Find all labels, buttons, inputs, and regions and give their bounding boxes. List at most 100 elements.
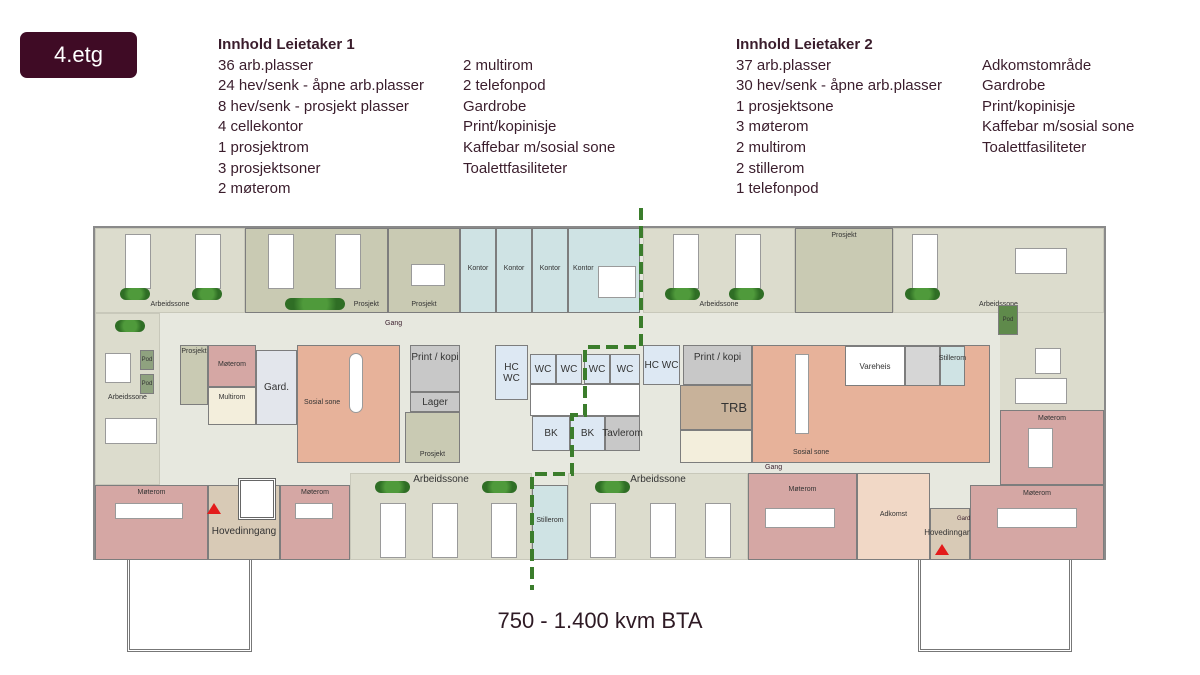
- room-multirom: [680, 430, 752, 463]
- tenant1-list-b: 2 multirom 2 telefonpod Gardrobe Print/k…: [463, 56, 615, 180]
- meeting-table: [115, 503, 183, 519]
- list-item: 2 multirom: [463, 56, 534, 74]
- list-item: Toalettfasiliteter: [982, 138, 1087, 156]
- room-print-kopi: Print / kopi: [683, 345, 752, 385]
- desk-cluster: [268, 234, 294, 289]
- list-item: 2 møterom: [218, 180, 291, 198]
- plant-icon: [482, 481, 517, 493]
- phone-pod: Pod: [140, 350, 154, 370]
- list-item: 2 telefonpod: [463, 77, 546, 95]
- list-item: 1 telefonpod: [736, 180, 819, 198]
- room-sosial-sone: Sosial sone: [297, 345, 400, 463]
- tenant2-list-a: Innhold Leietaker 2 37 arb.plasser 30 he…: [736, 35, 942, 200]
- desk-cluster: [491, 503, 517, 558]
- meeting-table: [997, 508, 1077, 528]
- list-item: 1 prosjektsone: [736, 97, 834, 115]
- bar-counter: [349, 353, 363, 413]
- area-label: 750 - 1.400 kvm BTA: [497, 608, 703, 633]
- room-wc: WC: [530, 354, 556, 384]
- list-item: 30 hev/senk - åpne arb.plasser: [736, 77, 942, 95]
- list-item: Toalettfasiliteter: [463, 159, 568, 177]
- room-kontor: Kontor: [496, 228, 532, 313]
- room-lager: Lager: [410, 392, 460, 412]
- tenant2-list-b: Adkomstområde Gardrobe Print/kopinisje K…: [982, 56, 1134, 159]
- list-item: 36 arb.plasser: [218, 56, 314, 74]
- phone-pod: Pod: [998, 305, 1018, 335]
- desk-cluster: [195, 234, 221, 289]
- desk-cluster: [105, 353, 131, 383]
- plant-icon: [192, 288, 222, 300]
- list-item: Print/kopinisje: [463, 118, 557, 136]
- plant-icon: [595, 481, 630, 493]
- list-item: 24 hev/senk - åpne arb.plasser: [218, 77, 424, 95]
- floor-plan: Arbeidssone Prosjekt Prosjekt Kontor Kon…: [93, 226, 1106, 560]
- desk-cluster: [125, 234, 151, 289]
- list-item: 4 cellekontor: [218, 118, 304, 136]
- room-arbeidssone: Arbeidssone: [95, 228, 245, 313]
- desk-cluster: [650, 503, 676, 558]
- phone-pod: Pod: [140, 374, 154, 394]
- stairwell-right: [918, 555, 1072, 652]
- list-item: 3 møterom: [736, 118, 809, 136]
- plant-icon: [115, 320, 145, 332]
- room-stillerom: Stillerom: [939, 346, 966, 386]
- desk-cluster: [590, 503, 616, 558]
- room-wc: WC: [584, 354, 610, 384]
- room-vareheis: Vareheis: [845, 346, 905, 386]
- room-multirom: Multirom: [208, 387, 256, 425]
- desk-cluster: [335, 234, 361, 289]
- room-storage: [905, 346, 940, 386]
- plant-icon: [285, 298, 345, 310]
- table: [598, 266, 636, 298]
- tenant1-list-a: Innhold Leietaker 1 36 arb.plasser 24 he…: [218, 35, 424, 200]
- desk-cluster: [673, 234, 699, 289]
- list-item: 2 stillerom: [736, 159, 805, 177]
- plant-icon: [120, 288, 150, 300]
- plant-icon: [665, 288, 700, 300]
- desk-cluster: [1035, 348, 1061, 374]
- room-print-kopi: Print / kopi: [410, 345, 460, 392]
- floor-badge: 4.etg: [20, 32, 137, 78]
- room-moterom: Møterom: [280, 485, 350, 560]
- room-hovedinngang: Hovedinngang: [924, 508, 976, 560]
- meeting-table: [295, 503, 333, 519]
- desk-cluster: [735, 234, 761, 289]
- room-gard: Gard.: [256, 350, 297, 425]
- entrance-marker-icon: [935, 544, 949, 555]
- desk-cluster: [1015, 378, 1067, 404]
- meeting-table: [765, 508, 835, 528]
- shaft: [530, 384, 640, 416]
- room-trb-stair: TRB: [680, 385, 752, 430]
- meeting-table: [1028, 428, 1053, 468]
- corridor-label: Gang: [765, 464, 783, 471]
- room-kontor: Kontor: [532, 228, 568, 313]
- room-prosjekt: Prosjekt: [405, 412, 460, 463]
- long-table: [795, 354, 809, 434]
- gard-label: Gard: [957, 516, 971, 522]
- room-moterom: Møterom: [208, 345, 256, 387]
- table: [411, 264, 445, 286]
- room-wc: WC: [610, 354, 640, 384]
- room-bk: BK: [570, 416, 605, 451]
- tenant1-title: Innhold Leietaker 1: [218, 36, 355, 53]
- room-arbeidssone: Arbeidssone: [643, 228, 795, 313]
- list-item: 8 hev/senk - prosjekt plasser: [218, 97, 409, 115]
- room-hc-wc: HC WC: [495, 345, 528, 400]
- room-bk: BK: [532, 416, 570, 451]
- list-item: 37 arb.plasser: [736, 56, 832, 74]
- list-item: Gardrobe: [463, 97, 527, 115]
- plant-icon: [905, 288, 940, 300]
- elevator-icon: [238, 478, 276, 520]
- list-item: 1 prosjektrom: [218, 138, 309, 156]
- desk-cluster: [380, 503, 406, 558]
- corridor-label: Gang: [385, 320, 403, 327]
- desk-cluster: [912, 234, 938, 289]
- list-item: Gardrobe: [982, 77, 1046, 95]
- entrance-marker-icon: [207, 503, 221, 514]
- list-item: 2 multirom: [736, 138, 807, 156]
- room-wc: WC: [556, 354, 582, 384]
- room-adkomst: Adkomst: [857, 473, 930, 560]
- room-kontor: Kontor: [460, 228, 496, 313]
- room-arbeidssone: Arbeidssone: [95, 313, 160, 485]
- room-hc-wc: HC WC: [643, 345, 680, 385]
